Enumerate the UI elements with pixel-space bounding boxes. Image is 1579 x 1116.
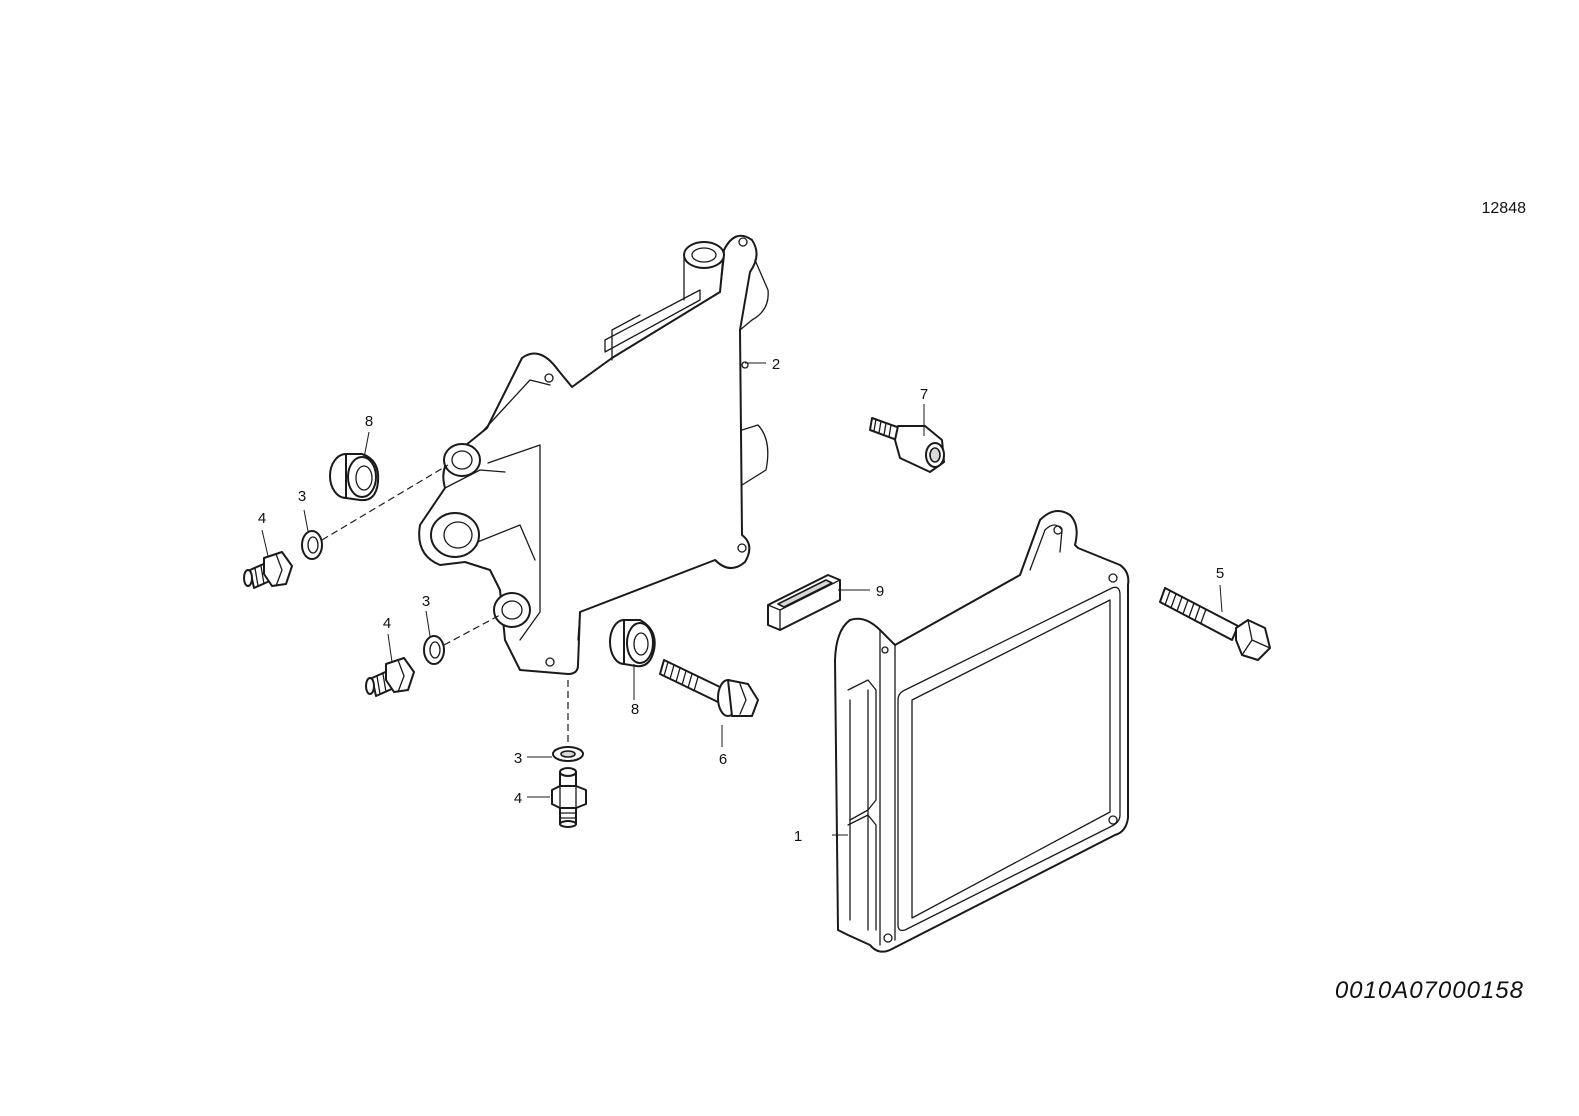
callout-8-lower: 8 xyxy=(631,701,639,718)
part-5-hex-bolt[interactable] xyxy=(1159,587,1271,661)
part-4-nipple-lower[interactable] xyxy=(551,767,587,828)
leader-lines xyxy=(261,362,1223,836)
part-9-spacer[interactable] xyxy=(767,574,841,631)
callout-3-lower: 3 xyxy=(514,750,522,767)
drawing-number: 0010A07000158 xyxy=(1334,977,1524,1004)
part-8-grommet-upper[interactable] xyxy=(329,453,380,502)
part-4-nipple-upper[interactable] xyxy=(243,551,293,589)
part-8-grommet-lower[interactable] xyxy=(609,619,656,668)
callout-4-middle: 4 xyxy=(383,615,391,632)
callout-8-upper: 8 xyxy=(365,413,373,430)
part-2-mounting-bracket[interactable] xyxy=(418,234,769,675)
callout-9: 9 xyxy=(876,583,884,600)
part-3-washer-lower[interactable] xyxy=(552,746,584,762)
part-3-washer-middle[interactable] xyxy=(423,635,445,665)
callout-2: 2 xyxy=(772,356,780,373)
callout-4-upper: 4 xyxy=(258,510,266,527)
callout-4-lower: 4 xyxy=(514,790,522,807)
part-6-flange-bolt[interactable] xyxy=(659,659,759,717)
assembly-lines xyxy=(321,464,569,745)
callout-3-upper: 3 xyxy=(298,488,306,505)
part-3-washer-upper[interactable] xyxy=(301,530,323,560)
callout-6: 6 xyxy=(719,751,727,768)
part-1-control-unit[interactable] xyxy=(834,510,1130,953)
sheet-number: 12848 xyxy=(1481,200,1527,217)
part-7-hex-standoff[interactable] xyxy=(869,417,945,473)
callout-3-middle: 3 xyxy=(422,593,430,610)
callout-5: 5 xyxy=(1216,565,1224,582)
part-4-nipple-middle[interactable] xyxy=(365,657,415,697)
callout-7: 7 xyxy=(920,386,928,403)
callout-1: 1 xyxy=(794,828,802,845)
callout-labels: 1 2 3 3 3 4 4 4 5 6 7 8 8 9 xyxy=(258,356,1224,845)
